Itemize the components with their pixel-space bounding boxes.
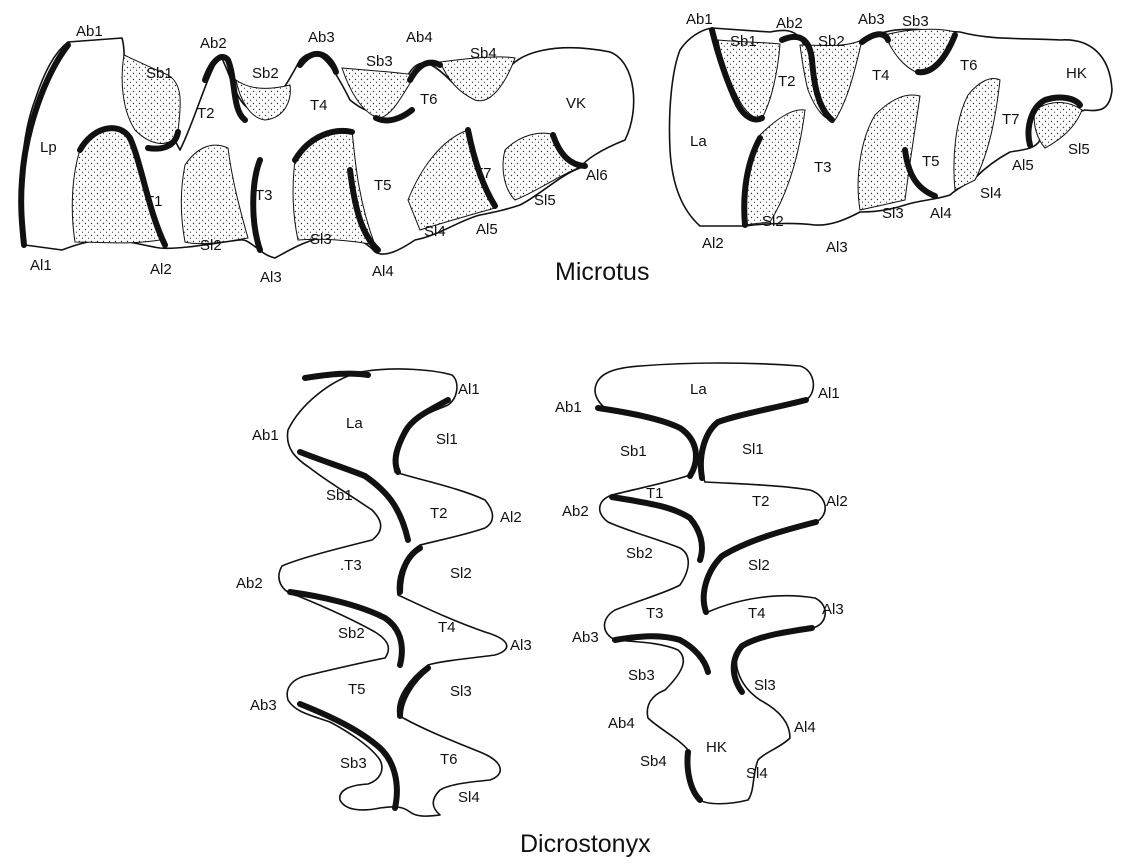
label-t6: T6 [960,57,978,74]
label-al3: Al3 [822,601,844,618]
label-sl1: Sl1 [742,441,764,458]
dicrostonyx-left-outline [279,369,507,816]
label-sl2: Sl2 [450,565,472,582]
label-la: La [690,381,707,398]
label-sl2: Sl2 [762,213,784,230]
label-sl3: Sl3 [754,677,776,694]
label-ab2: Ab2 [776,15,803,32]
label-ab1: Ab1 [686,11,713,28]
label-sb2: Sb2 [626,545,653,562]
label-t2: T2 [752,493,770,510]
label-sb2: Sb2 [252,65,279,82]
label-sl3: Sl3 [882,205,904,222]
dicrostonyx-right-tooth [595,363,825,804]
label-t3: T3 [814,159,832,176]
label-sl2: Sl2 [200,237,222,254]
label-sl4: Sl4 [424,223,446,240]
label-sb1: Sb1 [326,487,353,504]
label-sl2: Sl2 [748,557,770,574]
label-sb1: Sb1 [620,443,647,460]
label-hk: HK [1066,65,1087,82]
label-la: La [690,133,707,150]
label-al5: Al5 [1012,157,1034,174]
label-ab4: Ab4 [406,29,433,46]
label-t5: T5 [348,681,366,698]
label-al4: Al4 [372,263,394,280]
label-al5: Al5 [476,221,498,238]
label-al2: Al2 [702,235,724,252]
label-sb2: Sb2 [818,33,845,50]
label-t4: T4 [438,619,456,636]
label-ab2: Ab2 [200,35,227,52]
label-t4: T4 [748,605,766,622]
label-t2: T2 [778,73,796,90]
label-al1: Al1 [818,385,840,402]
label-sb4: Sb4 [640,753,667,770]
label-t2: T2 [430,505,448,522]
label-ab3: Ab3 [572,629,599,646]
microtus-right-tooth [669,28,1112,226]
label-sb3: Sb3 [340,755,367,772]
label-t4: T4 [310,97,328,114]
label-t5: T5 [374,177,392,194]
label-sb1: Sb1 [730,33,757,50]
label-al1: Al1 [30,257,52,274]
label-t1: T1 [646,485,664,502]
label-al2: Al2 [500,509,522,526]
label-t3: T3 [646,605,664,622]
label-sb1: Sb1 [146,65,173,82]
label-sl4: Sl4 [980,185,1002,202]
label-ab1: Ab1 [76,23,103,40]
label-sl4: Sl4 [746,765,768,782]
label-al6: Al6 [586,167,608,184]
label-al2: Al2 [826,493,848,510]
label-t2: T2 [197,105,215,122]
label-sl3: Sl3 [450,683,472,700]
label-ab3: Ab3 [250,697,277,714]
label-al1: Al1 [458,381,480,398]
microtus-left-tooth [21,38,634,258]
label-sb3: Sb3 [902,13,929,30]
label-ab1: Ab1 [252,427,279,444]
label-t1: T1 [145,193,163,210]
label-sb3: Sb3 [366,53,393,70]
label-t3: T3 [255,187,273,204]
label-ab3: Ab3 [858,11,885,28]
label-t6: T6 [440,751,458,768]
label-ab2: Ab2 [562,503,589,520]
label-sl4: Sl4 [458,789,480,806]
label-sl5: Sl5 [1068,141,1090,158]
caption-microtus: Microtus [555,258,649,286]
label-al4: Al4 [930,205,952,222]
label-sb4: Sb4 [470,45,497,62]
label-vk: VK [566,95,586,112]
dicrostonyx-left-tooth [279,369,507,816]
label-t5: T5 [922,153,940,170]
label-sl3: Sl3 [310,231,332,248]
label-al4: Al4 [794,719,816,736]
label-t3: .T3 [340,557,362,574]
label-sl1: Sl1 [436,431,458,448]
label-al3: Al3 [510,637,532,654]
label-sb3: Sb3 [628,667,655,684]
label-al3: Al3 [826,239,848,256]
label-t6: T6 [420,91,438,108]
label-hk: HK [706,739,727,756]
label-sl5: Sl5 [534,192,556,209]
label-la: La [346,415,363,432]
label-ab4: Ab4 [608,715,635,732]
caption-dicrostonyx: Dicrostonyx [520,830,651,858]
label-al3: Al3 [260,269,282,286]
label-t7: T7 [474,165,492,182]
label-ab2: Ab2 [236,575,263,592]
label-ab3: Ab3 [308,29,335,46]
label-sb2: Sb2 [338,625,365,642]
label-ab1: Ab1 [555,399,582,416]
label-lp: Lp [40,139,57,156]
label-t7: T7 [1002,111,1020,128]
label-al2: Al2 [150,261,172,278]
label-t4: T4 [872,67,890,84]
